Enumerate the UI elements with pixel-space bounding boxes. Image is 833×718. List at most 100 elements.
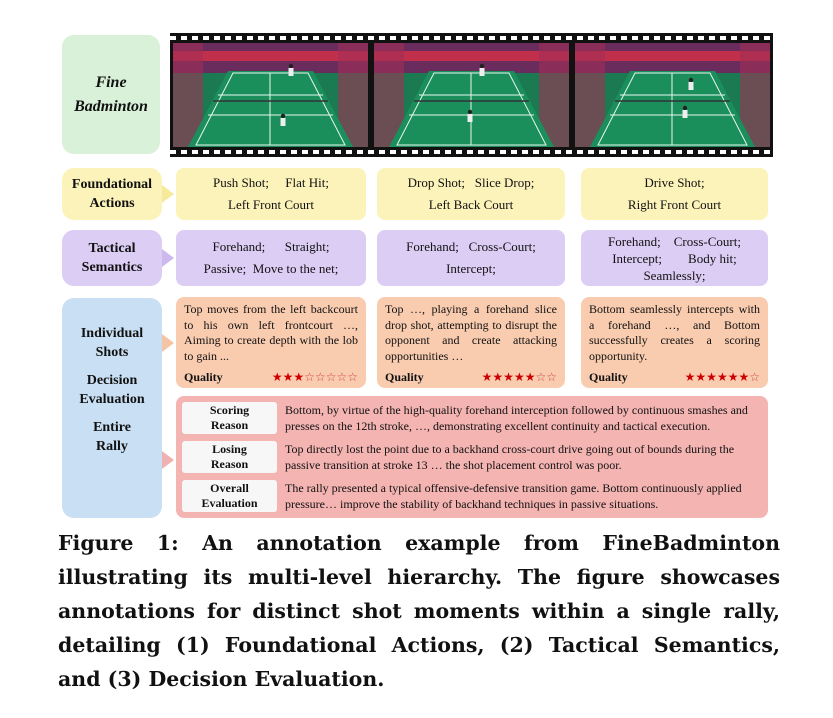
scoring-reason-label: Scoring Reason [182,402,277,434]
foundational-3-line-2: Right Front Court [627,197,722,212]
losing-reason-row: Losing Reason Top directly lost the poin… [182,440,762,474]
filled-star-icon: ★ [716,370,728,384]
individual-line-2: Shots [95,345,129,360]
tactical-1-line-1: Forehand; Straight; [212,239,330,254]
overall-evaluation-label-line-2: Evaluation [201,496,258,510]
quality-stars: ★★★★★★☆ [685,366,760,388]
video-frame-1 [173,43,368,147]
filled-star-icon: ★ [513,370,525,384]
filled-star-icon: ★ [492,370,504,384]
foundational-2-line-2: Left Back Court [428,197,514,212]
filled-star-icon: ★ [503,370,514,384]
scoring-reason-label-line-2: Reason [210,418,249,432]
foundational-1-line-2: Left Front Court [228,197,314,212]
filled-star-icon: ★ [271,370,283,384]
filled-star-icon: ★ [282,370,294,384]
empty-star-icon: ☆ [535,370,547,384]
scoring-reason-text: Bottom, by virtue of the high-quality fo… [285,403,748,433]
overall-evaluation-row: Overall Evaluation The rally presented a… [182,479,762,513]
losing-reason-label-line-1: Losing [212,442,247,456]
decision-line-1: Decision [86,373,138,388]
shot-1-quality: Quality ★★★☆☆☆☆☆ [184,369,358,385]
shot-3-quality: Quality ★★★★★★☆ [589,369,760,385]
entire-line-1: Entire [93,420,131,435]
video-frame-2 [374,43,569,147]
badminton-court-image [575,43,770,147]
video-frame-3 [575,43,770,147]
tactical-label-line-2: Semantics [81,260,143,275]
tactical-3-line-3: Seamlessly; [643,267,706,283]
foundational-actions-label: Foundational Actions [62,168,162,220]
shot-3-text: Bottom seamlessly intercepts with a fore… [589,302,760,363]
rally-evaluation-box: Scoring Reason Bottom, by virtue of the … [176,396,768,518]
tactical-arrow [162,249,174,267]
shot-2-text: Top …, playing a forehand slice drop sho… [385,302,557,363]
tactical-2-line-1: Forehand; Cross-Court; [406,239,536,254]
quality-stars: ★★★★★☆☆ [482,366,557,388]
shot-box-1: Top moves from the left backcourt to his… [176,297,366,388]
foundational-2-line-1: Drop Shot; Slice Drop; [407,175,535,190]
filled-star-icon: ★ [738,370,750,384]
tactical-box-2: Forehand; Cross-Court; Intercept; [377,230,565,286]
badminton-court-image [173,43,368,147]
decision-evaluation-label: Individual Shots Decision Evaluation Ent… [62,298,162,518]
losing-reason-label-line-2: Reason [210,457,249,471]
losing-reason-text: Top directly lost the point due to a bac… [285,442,735,472]
fine-label-line-2: Badminton [74,97,148,115]
filled-star-icon: ★ [481,370,493,384]
foundational-arrow [162,185,174,203]
individual-line-1: Individual [80,326,144,341]
overall-evaluation-label: Overall Evaluation [182,480,277,512]
empty-star-icon: ☆ [304,370,315,384]
quality-label: Quality [589,370,628,384]
fine-label-line-1: Fine [95,73,127,91]
shot-1-text: Top moves from the left backcourt to his… [184,302,358,363]
badminton-court-image [374,43,569,147]
shot-box-2: Top …, playing a forehand slice drop sho… [377,297,565,388]
foundational-box-2: Drop Shot; Slice Drop; Left Back Court [377,168,565,220]
tactical-3-line-2: Intercept; Body hit; [612,250,737,266]
foundational-1-line-1: Push Shot; Flat Hit; [213,175,329,190]
tactical-2-line-2: Intercept; [446,261,496,276]
filled-star-icon: ★ [684,370,696,384]
entire-line-2: Rally [96,439,128,454]
shot-2-quality: Quality ★★★★★☆☆ [385,369,557,385]
tactical-box-1: Forehand; Straight; Passive; Move to the… [176,230,366,286]
foundational-label-line-1: Foundational [71,177,153,192]
quality-label: Quality [385,370,424,384]
filled-star-icon: ★ [727,370,739,384]
filled-star-icon: ★ [706,370,717,384]
shot-box-3: Bottom seamlessly intercepts with a fore… [581,297,768,388]
tactical-box-3: Forehand; Cross-Court; Intercept; Body h… [581,230,768,286]
foundational-box-3: Drive Shot; Right Front Court [581,168,768,220]
overall-evaluation-text: The rally presented a typical offensive-… [285,481,742,511]
losing-reason-label: Losing Reason [182,441,277,473]
scoring-reason-row: Scoring Reason Bottom, by virtue of the … [182,401,762,435]
film-perforations-top [170,36,773,40]
decision-line-2: Evaluation [79,392,145,407]
empty-star-icon: ☆ [546,370,557,384]
overall-evaluation-label-line-1: Overall [210,481,249,495]
scoring-reason-label-line-1: Scoring [209,403,250,417]
foundational-3-line-1: Drive Shot; [644,175,705,190]
tactical-label-line-1: Tactical [88,241,136,256]
entire-rally-label: Entire Rally [93,418,131,456]
tactical-1-line-2: Passive; Move to the net; [203,261,339,276]
decision-label: Decision Evaluation [79,371,144,409]
video-filmstrip [170,33,773,157]
filled-star-icon: ★ [695,370,707,384]
figure-caption: Figure 1: An annotation example from Fin… [58,531,780,691]
empty-star-icon: ☆ [347,370,358,384]
quality-label: Quality [184,370,223,384]
rally-arrow [162,451,174,469]
film-perforations-bottom [170,150,773,154]
foundational-box-1: Push Shot; Flat Hit; Left Front Court [176,168,366,220]
empty-star-icon: ☆ [314,370,326,384]
empty-star-icon: ☆ [749,370,760,384]
foundational-label-line-2: Actions [89,196,135,211]
tactical-3-line-1: Forehand; Cross-Court; [608,233,741,249]
shots-arrow [162,334,174,352]
tactical-semantics-label: Tactical Semantics [62,230,162,286]
quality-stars: ★★★☆☆☆☆☆ [272,366,358,388]
empty-star-icon: ☆ [325,370,337,384]
